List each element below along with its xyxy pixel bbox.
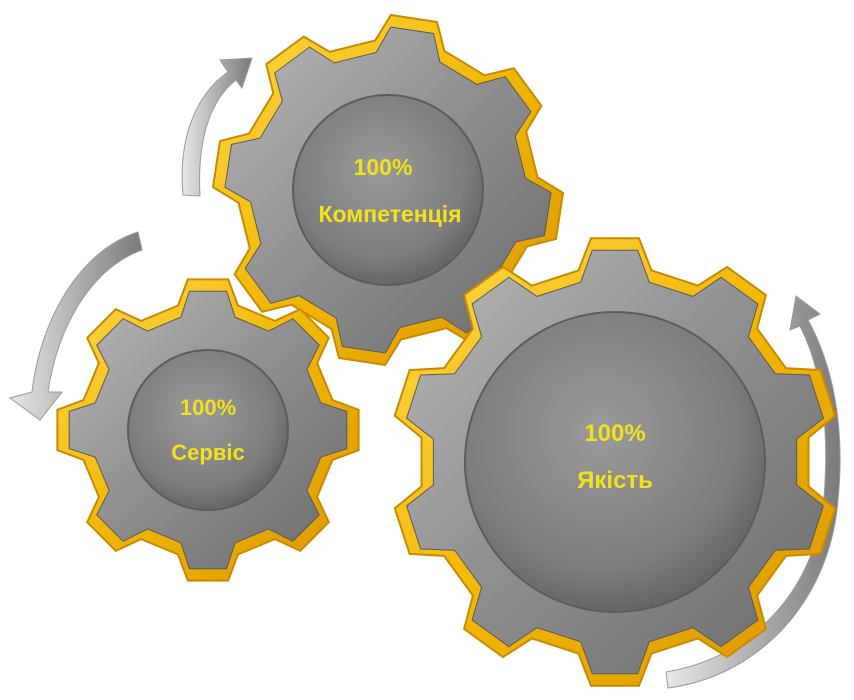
arrow-left bbox=[8, 231, 143, 421]
service-percent: 100% bbox=[180, 395, 236, 420]
curved-arrow-icon bbox=[665, 295, 841, 689]
competence-label: Компетенція bbox=[318, 201, 461, 227]
arrow-top-left bbox=[181, 57, 253, 197]
service-label: Сервіс bbox=[171, 440, 244, 465]
quality-percent: 100% bbox=[584, 420, 645, 447]
gear-service-label: 100% Сервіс bbox=[171, 395, 244, 465]
gear-hub bbox=[292, 94, 484, 286]
gear-service bbox=[56, 278, 360, 582]
gear-quality-label: 100% Якість bbox=[577, 420, 653, 494]
gear-hub bbox=[464, 311, 766, 613]
gear-competence-label: 100% Компетенція bbox=[318, 154, 461, 227]
arrow-right bbox=[665, 295, 841, 689]
gear-quality bbox=[393, 237, 837, 687]
quality-label: Якість bbox=[577, 467, 653, 494]
competence-percent: 100% bbox=[354, 154, 413, 180]
gear-competence bbox=[211, 13, 565, 367]
curved-arrow-icon bbox=[181, 57, 253, 197]
curved-arrow-icon bbox=[8, 231, 143, 421]
gear-hub bbox=[127, 349, 289, 511]
